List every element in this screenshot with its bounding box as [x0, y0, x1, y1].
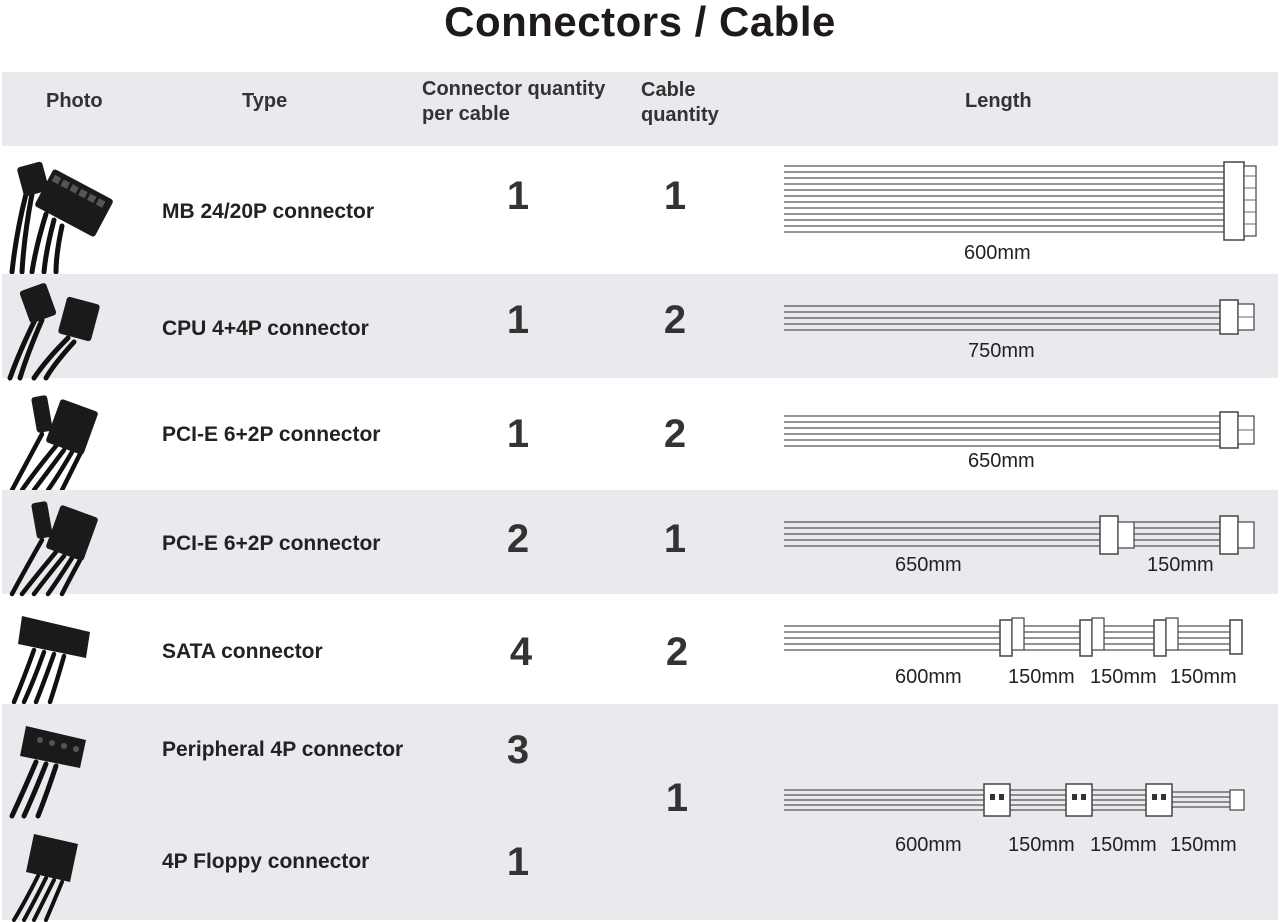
connector-qty: 1 — [506, 840, 530, 884]
header-cable-qty-line2: quantity — [641, 104, 719, 126]
type-label: 4P Floppy connector — [162, 850, 370, 873]
pcie-dual-cable-diagram — [784, 515, 1255, 555]
table-row: PCI-E 6+2P connector 2 1 650mm 150mm — [2, 490, 1278, 597]
sata-cable-diagram — [784, 617, 1243, 657]
cable-length: 600mm — [964, 242, 1031, 264]
table-row: MB 24/20P connector 1 1 600mm — [2, 146, 1278, 275]
connector-qty: 3 — [506, 728, 530, 772]
peripheral-cable-diagram — [784, 783, 1245, 817]
header-connector-qty-line2: per cable — [422, 103, 510, 125]
header-connector-qty-line1: Connector quantity — [422, 78, 606, 100]
header-connector-qty: Connector quantity per cable — [422, 77, 605, 127]
cable-qty: 1 — [663, 517, 687, 561]
cable-qty: 2 — [665, 630, 689, 674]
cable-qty: 1 — [663, 174, 687, 218]
cable-length: 150mm — [1170, 666, 1237, 688]
table-row-merged: Peripheral 4P connector 3 4P Floppy conn… — [2, 704, 1278, 922]
pcie-connector-icon — [9, 501, 98, 597]
cpu-connector-icon — [7, 283, 100, 381]
cable-length: 150mm — [1008, 666, 1075, 688]
mb-cable-diagram — [784, 161, 1257, 241]
cable-length: 650mm — [895, 554, 962, 576]
mb-24p-connector-icon — [9, 161, 113, 275]
floppy-connector-icon — [12, 834, 78, 922]
pcie-connector-icon — [9, 395, 98, 493]
header-cable-qty: Cable quantity — [641, 78, 719, 128]
connector-qty: 1 — [506, 174, 530, 218]
pcie-cable-diagram — [784, 411, 1255, 449]
connector-qty: 2 — [506, 517, 530, 561]
type-label: CPU 4+4P connector — [162, 317, 369, 340]
table-row: SATA connector 4 2 600mm 150mm 150mm 150… — [2, 594, 1278, 705]
type-label: Peripheral 4P connector — [162, 738, 404, 761]
header-type: Type — [242, 90, 288, 112]
connector-qty: 4 — [509, 630, 533, 674]
header-length: Length — [965, 90, 1032, 112]
page-title: Connectors / Cable — [444, 0, 836, 45]
table-row: PCI-E 6+2P connector 1 2 650mm — [2, 378, 1278, 493]
cable-length: 150mm — [1090, 834, 1157, 856]
cable-length: 150mm — [1090, 666, 1157, 688]
cable-length: 600mm — [895, 834, 962, 856]
type-label: SATA connector — [162, 640, 323, 663]
cable-length: 150mm — [1170, 834, 1237, 856]
type-label: MB 24/20P connector — [162, 200, 375, 223]
peripheral-connector-icon — [9, 726, 86, 819]
cable-length: 750mm — [968, 340, 1035, 362]
table-header: Photo Type Connector quantity per cable … — [2, 72, 1278, 146]
cable-length: 650mm — [968, 450, 1035, 472]
cable-qty: 2 — [663, 298, 687, 342]
sata-connector-icon — [11, 616, 90, 705]
cable-qty: 1 — [665, 776, 689, 820]
header-cable-qty-line1: Cable — [641, 79, 696, 101]
cable-length: 150mm — [1147, 554, 1214, 576]
cpu-cable-diagram — [784, 299, 1255, 335]
cable-qty: 2 — [663, 412, 687, 456]
connector-qty: 1 — [506, 298, 530, 342]
table-row: CPU 4+4P connector 1 2 750mm — [2, 274, 1278, 381]
cable-length: 150mm — [1008, 834, 1075, 856]
type-label: PCI-E 6+2P connector — [162, 532, 381, 555]
header-photo: Photo — [46, 90, 103, 112]
cable-length: 600mm — [895, 666, 962, 688]
type-label: PCI-E 6+2P connector — [162, 423, 381, 446]
connector-qty: 1 — [506, 412, 530, 456]
